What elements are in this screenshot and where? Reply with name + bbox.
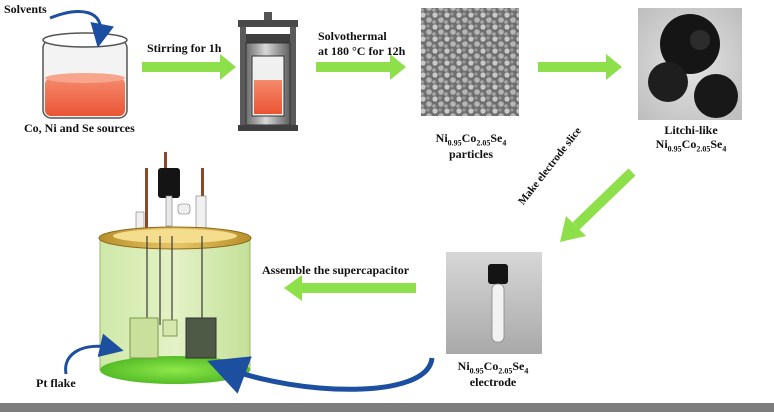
litchi-formula: Ni0.95Co2.05Se4 <box>655 136 727 154</box>
particles-label: particles <box>449 146 493 161</box>
pour-arrow <box>49 10 115 48</box>
tem-litchi-image <box>638 8 742 120</box>
sources-label: Co, Ni and Se sources <box>24 121 135 135</box>
bottom-divider <box>0 403 774 412</box>
arrow-stirring <box>142 54 236 80</box>
sem-particles-image <box>421 8 519 116</box>
arrow-solvothermal <box>316 54 406 80</box>
electrode-formula: Ni0.95Co2.05Se4 <box>457 359 529 376</box>
arrow-assemble <box>284 275 416 301</box>
arrow-make-slice <box>560 168 636 242</box>
solvothermal-label-2: at 180 °C for 12h <box>318 44 406 58</box>
supercapacitor-cell <box>98 152 252 384</box>
pt-flake-arrow <box>64 333 124 375</box>
beaker-icon <box>42 32 128 119</box>
pt-flake-label: Pt flake <box>36 376 76 390</box>
autoclave-icon <box>238 12 298 131</box>
electrode-label: electrode <box>469 374 517 389</box>
electrode-to-cell-arrow <box>207 356 435 394</box>
litchi-label: Litchi-like <box>664 123 718 137</box>
solvents-label: Solvents <box>4 2 47 16</box>
stirring-label: Stirring for 1h <box>147 41 222 55</box>
electrode-photo <box>446 252 542 354</box>
arrow-to-tem <box>538 54 622 80</box>
electrode-caption: Ni0.95Co2.05Se4 electrode <box>438 359 548 389</box>
assemble-label: Assemble the supercapacitor <box>262 263 410 277</box>
particles-caption: Ni0.95Co2.05Se4 particles <box>416 131 526 161</box>
litchi-caption: Litchi-like Ni0.95Co2.05Se4 <box>636 123 746 154</box>
solvothermal-label-1: Solvothermal <box>318 29 387 43</box>
particles-formula: Ni0.95Co2.05Se4 <box>435 131 507 148</box>
